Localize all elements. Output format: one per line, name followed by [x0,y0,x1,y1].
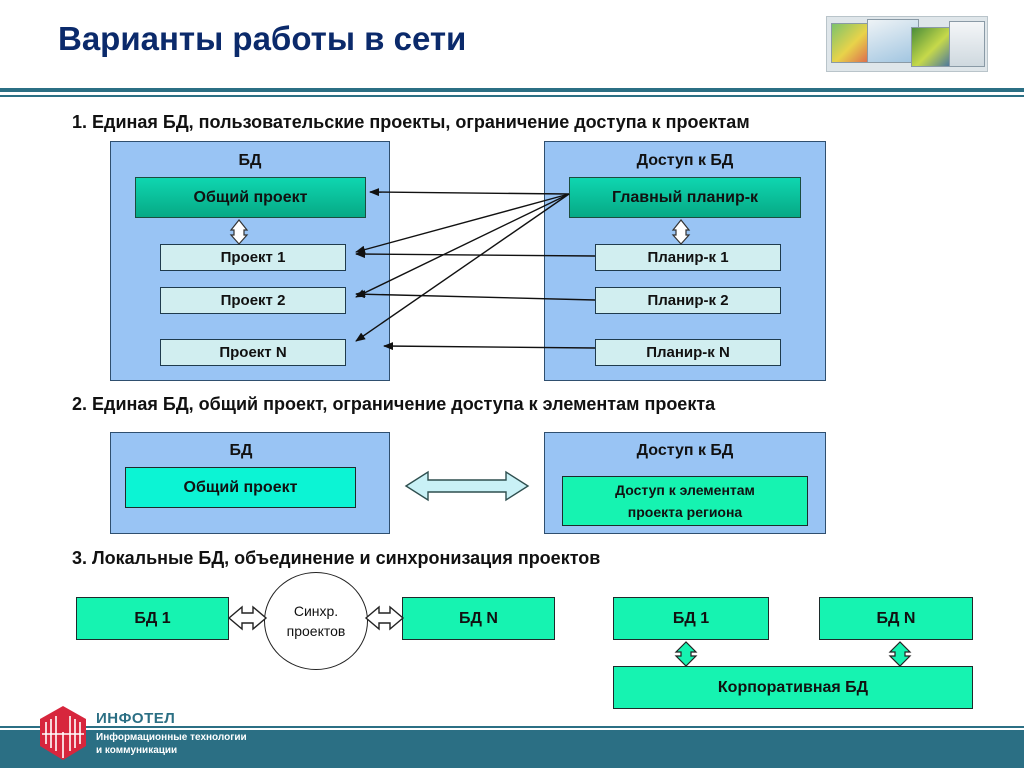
double-arrow-sync-to-dbn [364,605,405,631]
arrow-planner-n-to-project-n [383,342,596,351]
double-arrow-db1-to-corporate [674,641,698,667]
corporate-db-box: Корпоративная БД [613,666,973,709]
element-access-line1: Доступ к элементам [615,482,755,498]
footer-divider [0,726,1024,728]
section2-heading: 2. Единая БД, общий проект, ограничение … [72,394,716,414]
planner-2-box: Планир-к 2 [595,287,781,314]
infotel-logo-icon [40,706,86,760]
section3-heading: 3. Локальные БД, объединение и синхрониз… [72,548,601,568]
project-2-box: Проект 2 [160,287,346,314]
brand-name: ИНФОТЕЛ [96,710,176,727]
project-n-box: Проект N [160,339,346,366]
brand-subtitle-line2: и коммуникации [96,745,178,756]
common-project-box: Общий проект [135,177,366,218]
main-planner-box: Главный планир-к [569,177,801,218]
double-arrow-dbn-to-corporate [888,641,912,667]
planner-n-box: Планир-к N [595,339,781,366]
slide-title: Варианты работы в сети [58,20,467,57]
planner-1-box: Планир-к 1 [595,244,781,271]
arrow-main-planner-to-project-1 [355,193,570,254]
local-db-1-box: БД 1 [76,597,229,640]
header-divider [0,88,1024,92]
header-divider-thin [0,95,1024,97]
arrow-planner-2-to-project-2 [355,290,596,301]
local-db-n-box: БД N [402,597,555,640]
section2-common-project-box: Общий проект [125,467,356,508]
section2-db-panel-title: БД [229,442,253,459]
sync-label-line1: Синхр. [293,603,339,619]
element-access-line2: проекта региона [627,504,743,520]
section1-heading: 1. Единая БД, пользовательские проекты, … [72,112,750,132]
project-1-box: Проект 1 [160,244,346,271]
footer-bar [0,730,1024,768]
corp-db-1-box: БД 1 [613,597,769,640]
section1-db-panel-title: БД [238,152,262,169]
corp-db-n-box: БД N [819,597,973,640]
brand-subtitle-line1: Информационные технологии [96,732,247,743]
sync-label-line2: проектов [286,623,346,639]
section1-access-panel-title: Доступ к БД [636,152,734,169]
arrow-main-planner-to-common-project [369,188,570,197]
double-arrow-common-to-project1 [229,219,249,245]
arrow-main-planner-to-project-n [355,193,570,342]
sync-projects-circle: Синхр. проектов [264,572,368,670]
element-access-box: Доступ к элементам проекта региона [562,476,808,526]
double-arrow-db-to-access [404,470,530,502]
arrow-planner-1-to-project-1 [355,250,596,259]
double-arrow-main-to-planner1 [671,219,691,245]
arrow-main-planner-to-project-2 [355,193,570,298]
double-arrow-db1-to-sync [227,605,268,631]
section2-access-panel-title: Доступ к БД [636,442,734,459]
header-screenshot-image [826,16,988,72]
